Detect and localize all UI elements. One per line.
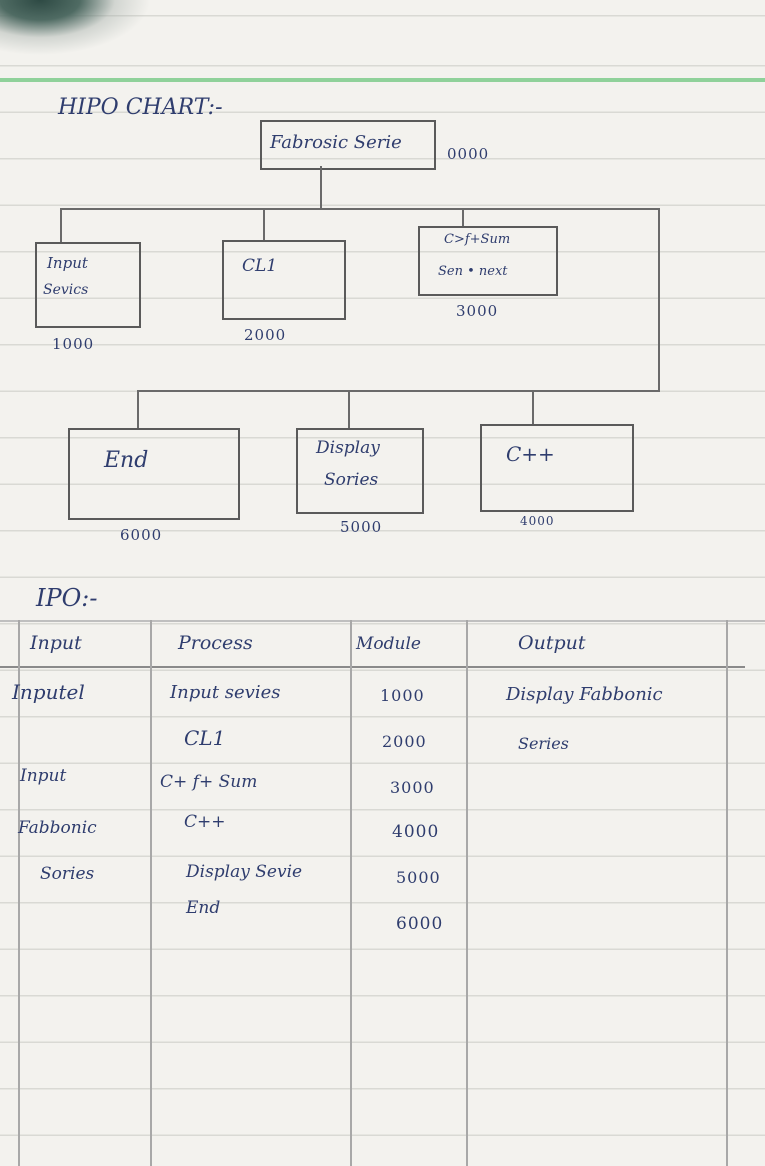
process-line-6: End: [186, 898, 221, 918]
sum-box-line1: C>f+Sum: [444, 232, 511, 247]
cl1-box-code: 2000: [244, 326, 287, 344]
input-line-4: Fabbonic: [18, 818, 97, 838]
root-box: Fabrosic Serie: [260, 120, 436, 170]
process-line-1: Input sevies: [170, 682, 281, 703]
display-box-code: 5000: [340, 518, 383, 536]
level1-bar: [60, 208, 660, 210]
header-module: Module: [356, 634, 421, 654]
process-line-2: CL1: [184, 726, 226, 750]
end-box-label: End: [104, 448, 149, 473]
col-divider-3: [350, 620, 352, 1166]
level2-drop-left: [137, 390, 139, 430]
sum-box-code: 3000: [456, 302, 499, 320]
col-divider-4: [466, 620, 468, 1166]
ipo-heading: IPO:-: [36, 584, 98, 612]
cpp-box-label: C++: [506, 442, 555, 466]
table-top-border: [0, 620, 765, 622]
process-line-5: Display Sevie: [186, 862, 303, 882]
cl1-box-label: CL1: [242, 256, 278, 276]
cl1-box: CL1: [222, 240, 346, 320]
module-line-3: 3000: [390, 778, 435, 797]
input-box-code: 1000: [52, 335, 95, 353]
header-input: Input: [30, 632, 82, 654]
module-line-4: 4000: [392, 822, 440, 842]
root-label: Fabrosic Serie: [270, 132, 402, 153]
process-line-3: C+ f+ Sum: [160, 772, 258, 792]
header-process: Process: [178, 632, 253, 654]
header-output: Output: [518, 632, 586, 654]
input-box: Input Sevics: [35, 242, 141, 328]
cpp-box: C++: [480, 424, 634, 512]
process-line-4: C++: [184, 812, 226, 832]
level1-drop-left: [60, 208, 62, 244]
right-trunk: [658, 208, 660, 390]
display-box-line2: Sories: [324, 470, 379, 490]
photo-shadow: [0, 0, 160, 60]
input-line-5: Sories: [40, 864, 95, 884]
module-line-5: 5000: [396, 868, 441, 887]
cpp-box-code: 4000: [520, 514, 555, 528]
module-line-1: 1000: [380, 686, 425, 705]
input-line-3: Input: [20, 766, 67, 786]
input-line-1: Inputel: [12, 680, 85, 704]
level1-drop-right: [462, 208, 464, 228]
table-header-border: [0, 666, 745, 668]
col-divider-2: [150, 620, 152, 1166]
level1-drop-mid: [263, 208, 265, 240]
hipo-heading: HIPO CHART:-: [58, 95, 223, 120]
module-line-2: 2000: [382, 732, 427, 751]
sum-box-line2: Sen • next: [438, 264, 508, 279]
input-box-line2: Sevics: [43, 282, 89, 298]
display-box-line1: Display: [316, 438, 380, 458]
root-code: 0000: [447, 145, 490, 163]
level2-drop-right: [532, 390, 534, 426]
col-divider-5: [726, 620, 728, 1166]
root-connector: [320, 166, 322, 210]
module-line-6: 6000: [396, 914, 444, 934]
output-line-1: Display Fabbonic: [506, 684, 663, 705]
margin-line: [0, 78, 765, 82]
level2-drop-mid: [348, 390, 350, 428]
display-box: Display Sories: [296, 428, 424, 514]
output-line-2: Series: [518, 734, 569, 753]
col-divider-1: [18, 620, 20, 1166]
end-box-code: 6000: [120, 526, 163, 544]
end-box: End: [68, 428, 240, 520]
input-box-line1: Input: [47, 254, 88, 272]
sum-box: C>f+Sum Sen • next: [418, 226, 558, 296]
level2-bar: [137, 390, 660, 392]
